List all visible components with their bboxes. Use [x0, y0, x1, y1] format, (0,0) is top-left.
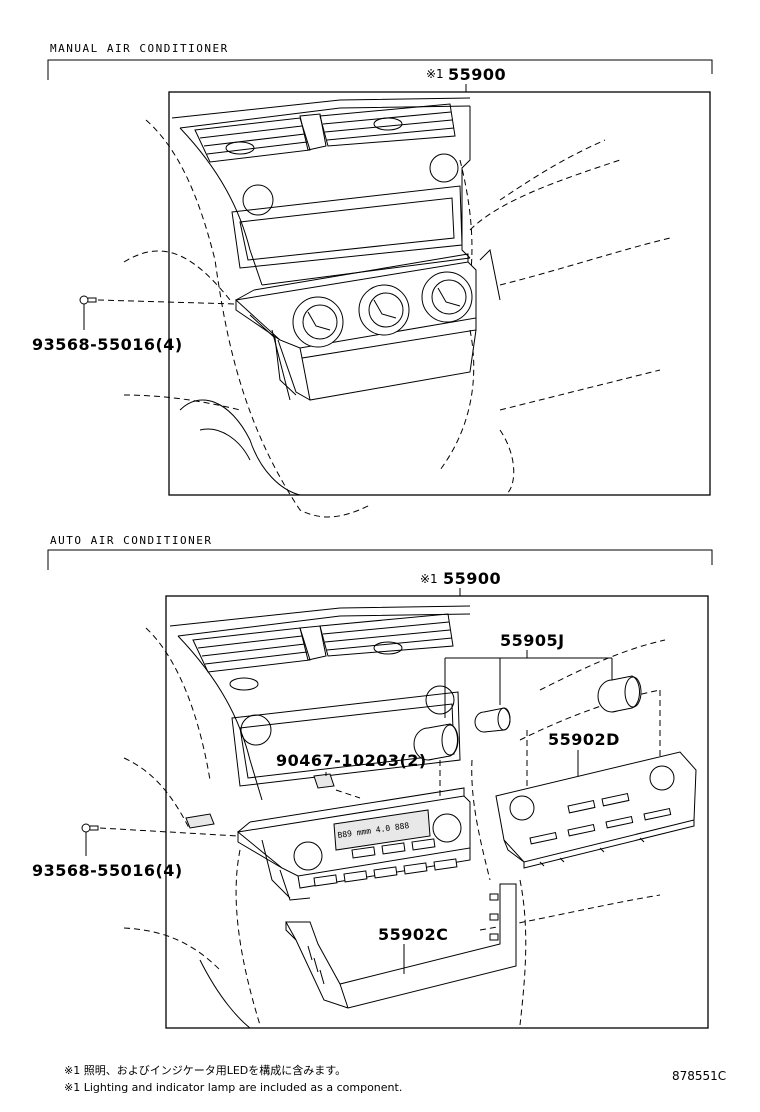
auto-ref-mark: ※1: [420, 572, 438, 586]
auto-illustration-frame: [165, 595, 709, 1029]
auto-knob-right-icon: [597, 675, 642, 713]
auto-bezel-part-number[interactable]: 55902C: [378, 925, 448, 944]
auto-section-title: AUTO AIR CONDITIONER: [50, 534, 212, 547]
auto-knob-left-icon: [413, 723, 459, 761]
auto-screw-dashed-leader: [99, 827, 239, 837]
auto-display-window: [333, 809, 431, 851]
auto-lower-bezel: [285, 883, 517, 1009]
auto-assembly-part-number[interactable]: 55900: [443, 569, 501, 588]
manual-knob-left: [292, 296, 344, 348]
manual-screw-icon: [79, 295, 97, 305]
manual-section-title: MANUAL AIR CONDITIONER: [50, 42, 229, 55]
auto-screw-part-number[interactable]: 93568-55016(4): [32, 861, 183, 880]
manual-illustration-frame: [168, 91, 711, 496]
auto-climate-control-unit: B89 mmm 4.0 888: [185, 773, 471, 901]
manual-section-bracket: [47, 59, 713, 80]
manual-center-console: [171, 97, 471, 286]
auto-bulb-dashed-leader: [335, 789, 361, 799]
manual-knob-center: [358, 284, 410, 336]
auto-screw-icon: [81, 823, 99, 833]
manual-assembly-part-number[interactable]: 55900: [448, 65, 506, 84]
manual-ref-mark: ※1: [426, 67, 444, 81]
manual-dashboard-outline: [123, 119, 671, 518]
drawing-code: 878551C: [672, 1069, 726, 1083]
footnotes: ※1 照明、およびインジケータ用LEDを構成に含みます。 ※1 Lighting…: [64, 1063, 726, 1094]
auto-panel-part-number[interactable]: 55902D: [548, 730, 620, 749]
auto-knob-mid-icon: [474, 707, 511, 733]
auto-section: AUTO AIR CONDITIONER ※1 55900: [32, 534, 713, 1029]
manual-knob-right: [421, 271, 473, 323]
auto-unit-knob-left: [293, 841, 323, 871]
manual-section: MANUAL AIR CONDITIONER ※1 55900: [32, 42, 713, 518]
manual-climate-control-unit: [234, 253, 477, 401]
manual-screw-dashed-leader: [97, 299, 237, 305]
auto-side-clip-icon: [185, 813, 215, 829]
auto-bulb-part-number[interactable]: 90467-10203(2): [276, 751, 427, 770]
footnote-japanese: ※1 照明、およびインジケータ用LEDを構成に含みます。: [64, 1063, 346, 1077]
auto-center-console: [169, 605, 471, 801]
manual-screw-part-number[interactable]: 93568-55016(4): [32, 335, 183, 354]
auto-unit-knob-right: [432, 813, 462, 843]
auto-bulb-icon: [313, 773, 335, 789]
auto-knob-part-number[interactable]: 55905J: [500, 631, 565, 650]
footnote-english: ※1 Lighting and indicator lamp are inclu…: [64, 1081, 402, 1094]
auto-section-bracket: [47, 549, 713, 570]
auto-faceplate-panel: [495, 751, 697, 869]
auto-dashboard-outline: [123, 627, 666, 1029]
